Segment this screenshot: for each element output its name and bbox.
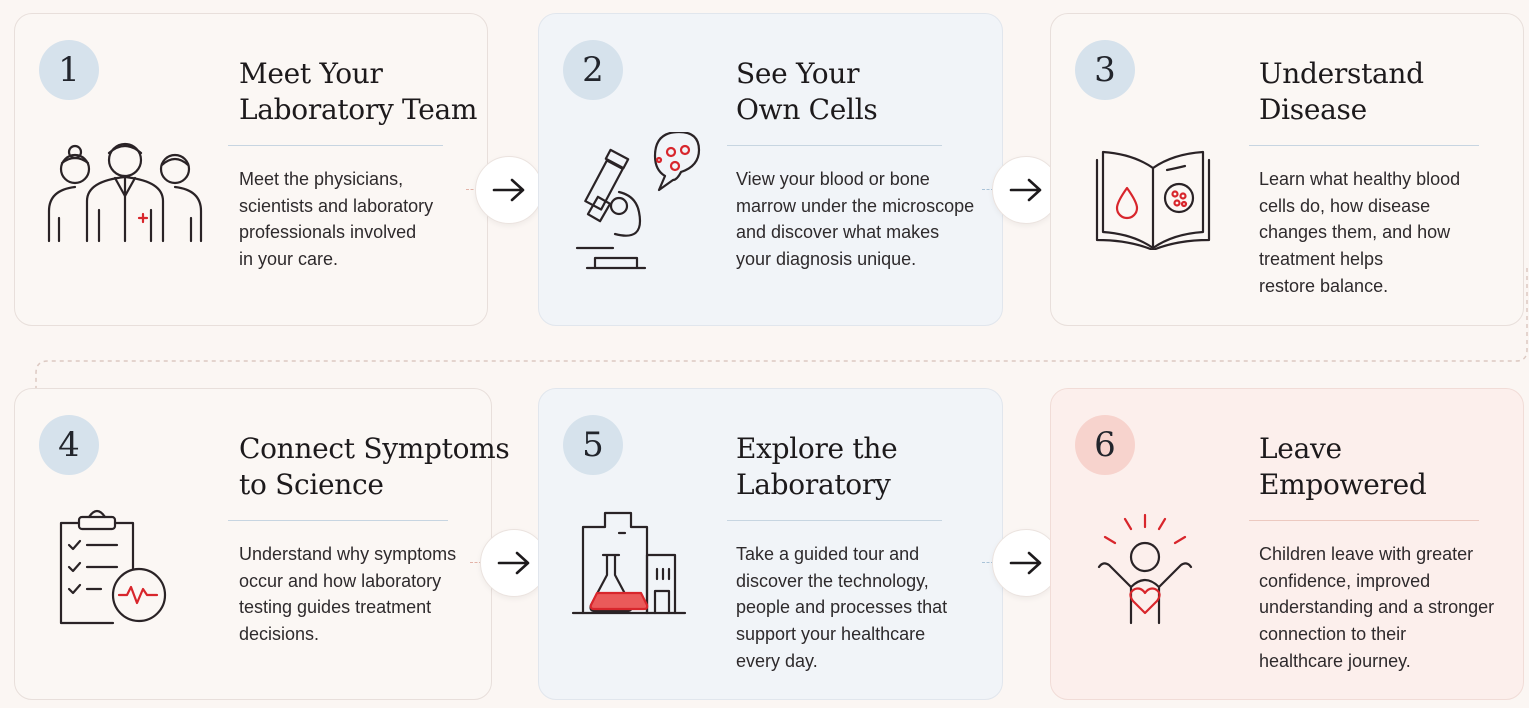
arrow-right-icon [1009, 551, 1042, 575]
title-divider [727, 520, 942, 521]
step-description-1: Meet the physicians,scientists and labor… [239, 169, 434, 270]
step-number-6: 6 [1075, 415, 1135, 475]
step-number-3: 3 [1075, 40, 1135, 100]
arrow-right-icon [492, 178, 525, 202]
connector-line [466, 189, 478, 190]
title-divider [228, 145, 443, 146]
connector-line [982, 562, 994, 563]
connector-line [470, 562, 482, 563]
empowered-child-icon [1097, 513, 1193, 625]
title-divider [1249, 520, 1479, 521]
clipboard-icon [59, 509, 167, 625]
team-icon [47, 142, 203, 243]
step-number-1: 1 [39, 40, 99, 100]
microscope-icon [575, 132, 701, 270]
next-step-arrow-1 [475, 156, 543, 224]
title-divider [1249, 145, 1479, 146]
title-divider [727, 145, 942, 146]
step-number-2: 2 [563, 40, 623, 100]
step-number-5: 5 [563, 415, 623, 475]
book-icon [1095, 150, 1211, 250]
arrow-right-icon [497, 551, 530, 575]
step-number-4: 4 [39, 415, 99, 475]
connector-line [982, 189, 994, 190]
next-step-arrow-2 [992, 156, 1060, 224]
arrow-right-icon [1009, 178, 1042, 202]
laboratory-icon [571, 511, 687, 615]
title-divider [228, 520, 448, 521]
